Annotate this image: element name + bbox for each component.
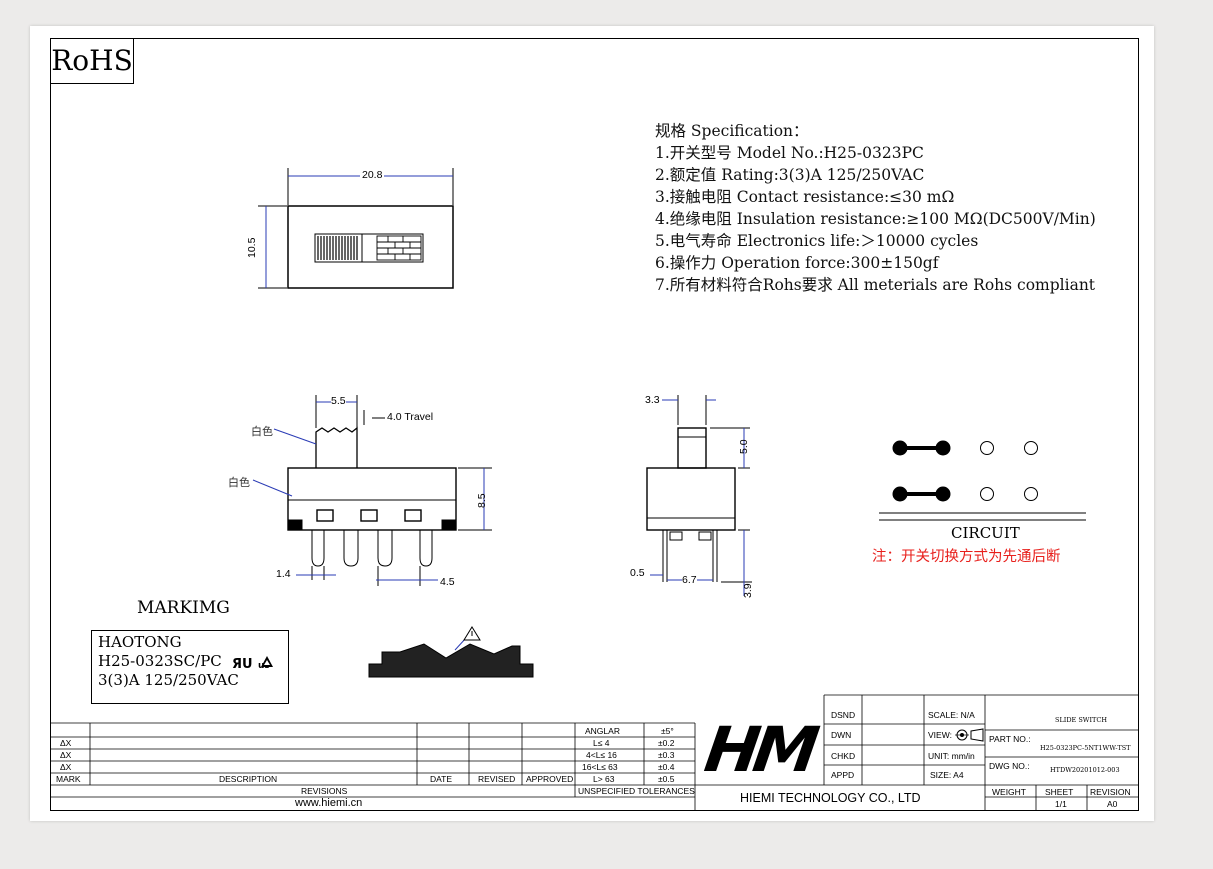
pin-width-dim: 1.4 [276, 568, 291, 580]
role-dwn: DWN [831, 730, 852, 740]
top-width-dim: 20.8 [360, 169, 385, 181]
tol-label: ANGLAR [585, 726, 620, 736]
spec-line: 4.绝缘电阻 Insulation resistance:≥100 MΩ(DC5… [655, 210, 1096, 228]
marking-box: HAOTONG H25-0323SC/PC 3(3)A 125/250VAC [91, 630, 289, 704]
dwg-no: HTDW20201012-003 [1050, 766, 1120, 774]
pin-span-dim: 6.7 [682, 574, 697, 586]
drawing-sheet [30, 26, 1154, 821]
tol-label: L> 63 [593, 774, 615, 784]
col-mark: MARK [56, 774, 81, 784]
tol-label: 4<L≤ 16 [586, 750, 617, 760]
svg-text:ЯU: ЯU [232, 657, 253, 671]
pin-thick-dim: 0.5 [630, 567, 645, 579]
revision-value: A0 [1107, 799, 1118, 809]
unit: UNIT: mm/in [928, 751, 975, 761]
part-no-label: PART NO.: [989, 734, 1031, 744]
sheet-label: SHEET [1045, 787, 1074, 797]
col-approved: APPROVED [526, 774, 574, 784]
spec-line: 6.操作力 Operation force:300±150gf [655, 254, 939, 272]
revision-mark: ΔX [60, 738, 72, 748]
part-no: H25-0323PC-5NT1WW-TST [1040, 744, 1131, 752]
tol-value: ±0.4 [658, 762, 675, 772]
spec-line: 7.所有材料符合Rohs要求 All meterials are Rohs co… [655, 276, 1096, 294]
weight-label: WEIGHT [992, 787, 1026, 797]
company-logo: HM [700, 713, 818, 786]
specification-block: 规格 Specification： 1.开关型号 Model No.:H25-0… [655, 120, 1096, 296]
pin-pitch-dim: 4.5 [440, 576, 455, 588]
size: SIZE: A4 [930, 770, 964, 780]
circuit-note: 注：开关切换方式为先通后断 [872, 549, 1061, 565]
tol-value: ±0.5 [658, 774, 675, 784]
role-appd: APPD [831, 770, 855, 780]
tuv-cert-icon [261, 656, 273, 667]
revision-mark: ΔX [60, 750, 72, 760]
tol-value: ±5° [661, 726, 674, 736]
spec-line: 1.开关型号 Model No.:H25-0323PC [655, 144, 924, 162]
marking-line: HAOTONG [98, 633, 182, 651]
revision-mark: ΔX [60, 762, 72, 772]
travel-dim: 4.0 Travel [387, 411, 434, 423]
col-revised: REVISED [478, 774, 516, 784]
website: www.hiemi.cn [295, 797, 363, 809]
color-label-body: 白色 [228, 476, 250, 489]
marking-line: H25-0323SC/PC [98, 652, 222, 670]
role-chkd: CHKD [831, 751, 856, 761]
tol-footer: UNSPECIFIED TOLERANCES [578, 786, 695, 796]
company-name: HIEMI TECHNOLOGY CO., LTD [740, 791, 921, 805]
sheet-value: 1/1 [1055, 799, 1067, 809]
marking-line: 3(3)A 125/250VAC [98, 671, 239, 689]
revisions-label: REVISIONS [301, 786, 348, 796]
projection-icon [955, 728, 984, 742]
role-dsnd: DSND [831, 710, 856, 720]
tol-label: L≤ 4 [593, 738, 610, 748]
marking-title: MARKIMG [137, 598, 230, 618]
drawing-title: SLIDE SWITCH [1055, 716, 1108, 724]
side-knob-dim: 3.3 [645, 394, 660, 406]
circuit-title: CIRCUIT [951, 524, 1020, 542]
revision-label: REVISION [1090, 787, 1131, 797]
spec-line: 2.额定值 Rating:3(3)A 125/250VAC [655, 166, 925, 184]
tol-value: ±0.3 [658, 750, 675, 760]
col-date: DATE [430, 774, 453, 784]
col-description: DESCRIPTION [219, 774, 278, 784]
tol-value: ±0.2 [658, 738, 675, 748]
color-label-knob: 白色 [251, 425, 273, 438]
view-label: VIEW: [928, 730, 952, 740]
dwg-no-label: DWG NO.: [989, 761, 1030, 771]
spec-line: 3.接触电阻 Contact resistance:≤30 mΩ [655, 188, 955, 206]
rohs-mark: RoHS [51, 39, 134, 84]
tol-label: 16<L≤ 63 [582, 762, 618, 772]
spec-line: 5.电气寿命 Electronics life:＞10000 cycles [655, 232, 979, 250]
spec-title: 规格 Specification： [655, 122, 809, 140]
knob-width-dim: 5.5 [331, 395, 346, 407]
scale: SCALE: N/A [928, 710, 975, 720]
